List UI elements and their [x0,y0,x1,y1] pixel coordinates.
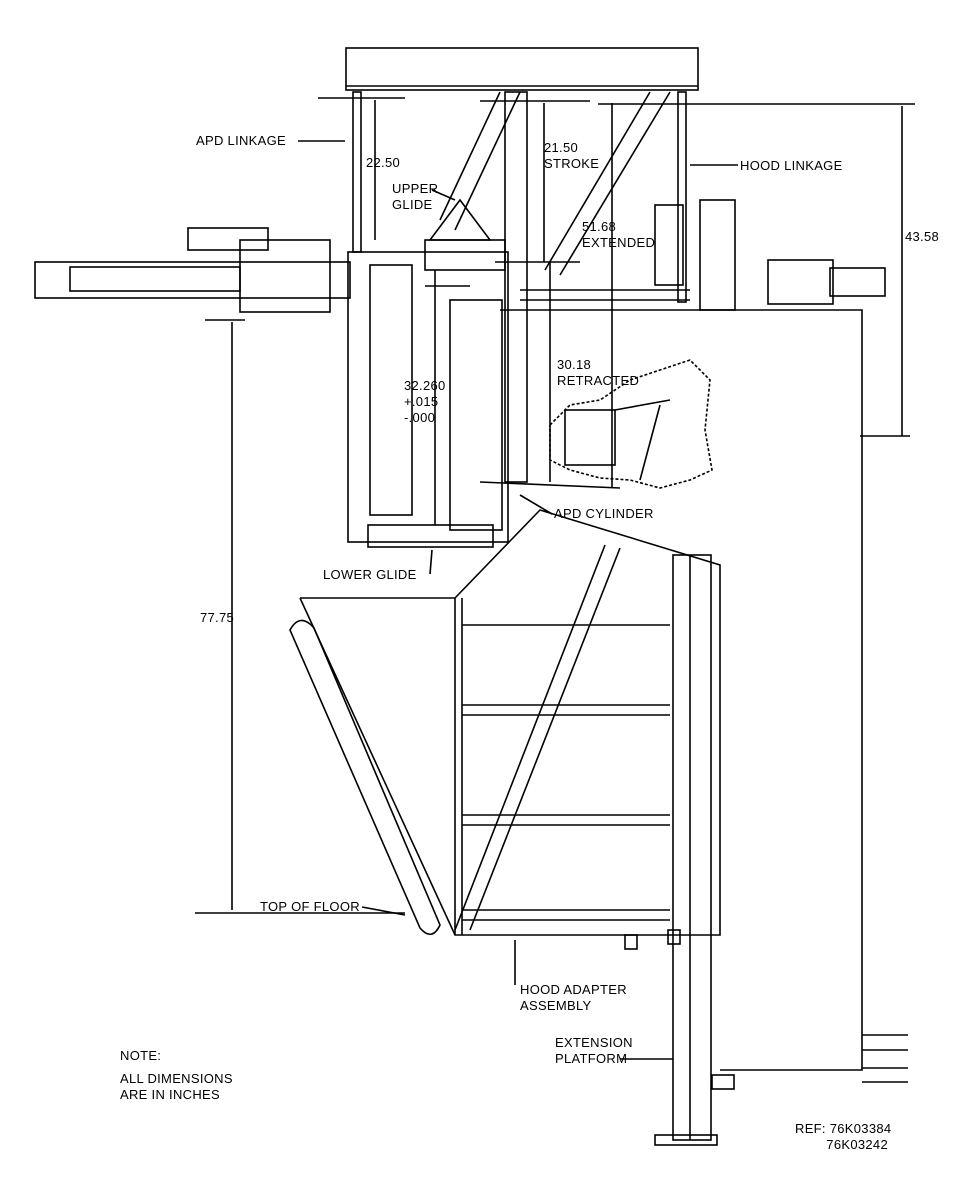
note-title: NOTE: [120,1048,162,1063]
upper-glide-label: UPPER GLIDE [392,181,439,212]
hood-linkage-rod [677,91,687,303]
floor-height-dimension: 77.75 [200,610,235,625]
stroke-dimension: 21.50 STROKE [544,140,600,171]
apd-linkage-rod [352,91,362,253]
apd-linkage-dimension: 22.50 [366,155,401,170]
hood-adapter-label: HOOD ADAPTER ASSEMBLY [520,982,627,1013]
extension-platform-label: EXTENSION PLATFORM [555,1035,633,1066]
apd-linkage-label: APD LINKAGE [196,133,286,148]
extension-platform [672,554,712,1141]
carriage [347,251,509,543]
cutaway [549,359,713,489]
glide-spacing-dimension: 32.260 +.015 -.000 [404,378,446,425]
apd-cylinder-label: APD CYLINDER [554,506,654,521]
note-text: ALL DIMENSIONS ARE IN INCHES [120,1071,233,1102]
extended-dimension: 51.68 EXTENDED [582,219,656,250]
top-of-floor-label: TOP OF FLOOR [260,899,360,914]
top-beam [345,47,699,91]
left-arm [34,261,351,299]
flap [289,619,441,936]
right-equipment [699,199,736,311]
hood-linkage-label: HOOD LINKAGE [740,158,843,173]
overall-height-dimension: 43.58 [905,229,940,244]
reference-number: REF: 76K03384 76K03242 [795,1121,892,1152]
retracted-dimension: 30.18 RETRACTED [557,357,640,388]
enclosure [500,309,863,1071]
lower-glide-label: LOWER GLIDE [323,567,417,582]
lower-glide [367,524,494,548]
